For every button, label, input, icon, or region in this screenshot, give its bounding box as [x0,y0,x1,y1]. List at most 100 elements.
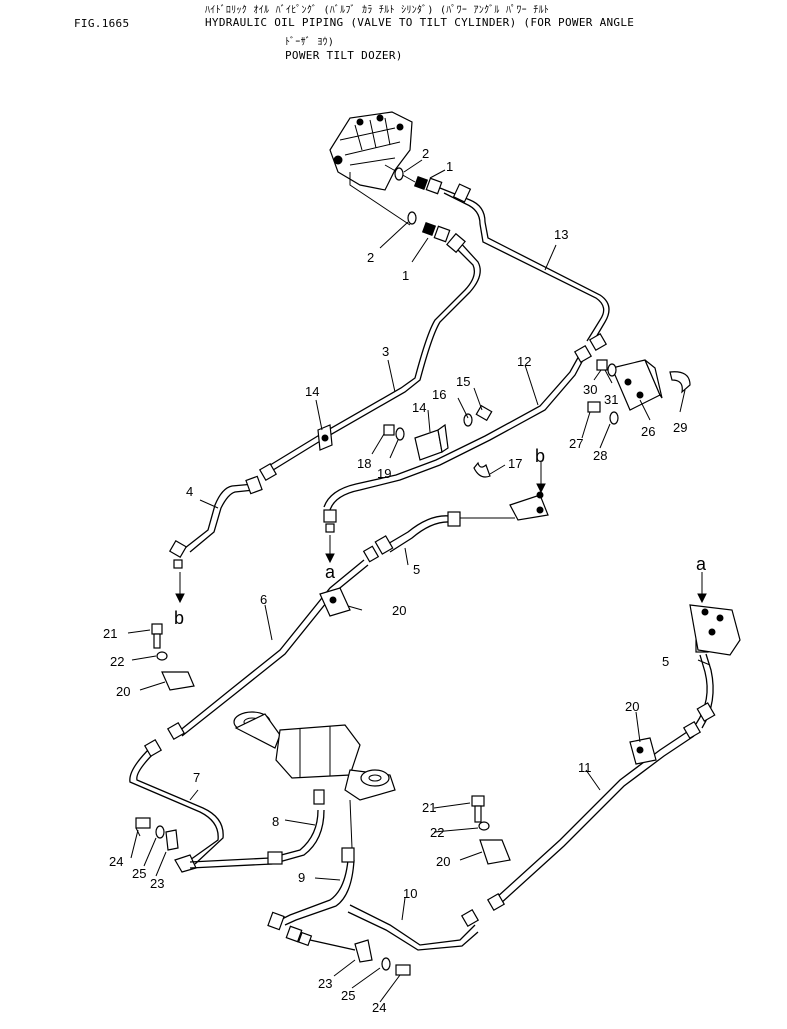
callout-28: 28 [593,448,607,463]
callout-29: 29 [673,420,687,435]
bolt-24 [395,964,411,976]
callout-21: 21 [103,626,117,641]
pipe-7 [129,747,219,861]
o-ring [394,167,404,181]
callout-20: 20 [625,699,639,714]
control-valve [329,111,416,226]
bolt-15 [475,404,493,422]
title-kana-line: ﾊｲﾄﾞﾛﾘｯｸ ｵｲﾙ ﾊﾞｲﾋﾟﾝｸﾞ (ﾊﾞﾙﾌﾞ ｶﾗ ﾁﾙﾄ ｼﾘﾝﾀ… [205,5,550,16]
callout-5: 5 [413,562,420,577]
connector-a: a [696,554,707,574]
callout-19: 19 [377,466,391,481]
callout-23: 23 [318,976,332,991]
bolt-27 [587,401,601,413]
callout-4: 4 [186,484,193,499]
pipe-11 [495,729,691,899]
u-bolt-17 [473,461,491,478]
callout-15: 15 [456,374,470,389]
callout-25: 25 [132,866,146,881]
callout-1: 1 [402,268,409,283]
callout-12: 12 [517,354,531,369]
callout-5: 5 [662,654,669,669]
hose-5-upper [362,491,549,563]
clamp-20 [319,587,351,617]
callout-8: 8 [272,814,279,829]
callout-30: 30 [583,382,597,397]
hose-8 [189,789,325,869]
callout-1: 1 [446,159,453,174]
o-ring [407,211,417,225]
pipe-13 [439,187,610,345]
callout-20: 20 [392,603,406,618]
connector-b: b [174,608,184,628]
callout-9: 9 [298,870,305,885]
bolt-24 [135,817,151,829]
washer-25 [155,825,165,839]
washer-28 [609,411,619,425]
figure-number: FIG.1665 [74,17,130,30]
pipe-4 [184,483,255,549]
washer-25 [381,957,391,971]
bolt-21 [471,795,485,823]
washer-22 [478,821,490,831]
tilt-cylinder [233,711,396,801]
callout-31: 31 [604,392,618,407]
callout-14: 14 [305,384,319,399]
pipe-12 [329,357,585,511]
callout-24: 24 [109,854,123,869]
bolt-18 [383,424,395,436]
callout-22: 22 [110,654,124,669]
callout-7: 7 [193,770,200,785]
callout-14: 14 [412,400,426,415]
bolt-21 [151,623,163,649]
callout-17: 17 [508,456,522,471]
callout-26: 26 [641,424,655,439]
bracket-14 [414,423,449,461]
callout-16: 16 [432,387,446,402]
hose-5-right [689,604,741,729]
clamp-14 [317,424,333,451]
callout-22: 22 [430,825,444,840]
title-line-2: POWER TILT DOZER) [285,49,403,62]
callout-11: 11 [578,760,592,775]
leader-lines [127,159,711,1003]
bolt-30 [596,359,608,371]
washer-22 [156,651,168,661]
callout-27: 27 [569,436,583,451]
clamp-20 [629,737,657,765]
pipe-6 [177,559,365,733]
callout-25: 25 [341,988,355,1003]
u-bolt-29 [669,371,691,394]
callout-23: 23 [150,876,164,891]
callout-21: 21 [422,800,436,815]
adapter-fitting [421,221,451,243]
title-kana-line-2: ﾄﾞｰｻﾞ ﾖｳ) [285,37,335,48]
callout-6: 6 [260,592,267,607]
washer-31 [607,363,617,377]
pipe-3 [264,239,481,476]
callout-20: 20 [436,854,450,869]
washer-19 [395,427,405,441]
bracket-26 [611,359,663,411]
callout-18: 18 [357,456,371,471]
adapter-fitting [413,175,443,195]
clamp-20 [479,839,511,865]
callout-2: 2 [367,250,374,265]
fitting-cluster [285,925,356,951]
callout-3: 3 [382,344,389,359]
callout-2: 2 [422,146,429,161]
clamp-23 [165,829,179,851]
washer-16 [463,413,473,427]
callout-13: 13 [554,227,568,242]
hose-9 [267,799,355,931]
callout-10: 10 [403,886,417,901]
title-line: HYDRAULIC OIL PIPING (VALVE TO TILT CYLI… [205,16,635,29]
callout-20: 20 [116,684,130,699]
clamp-20 [161,671,195,691]
clamp-23 [354,939,373,963]
connector-b: b [535,446,545,466]
connector-a: a [325,562,336,582]
callout-24: 24 [372,1000,386,1015]
pipe-10 [349,904,476,946]
